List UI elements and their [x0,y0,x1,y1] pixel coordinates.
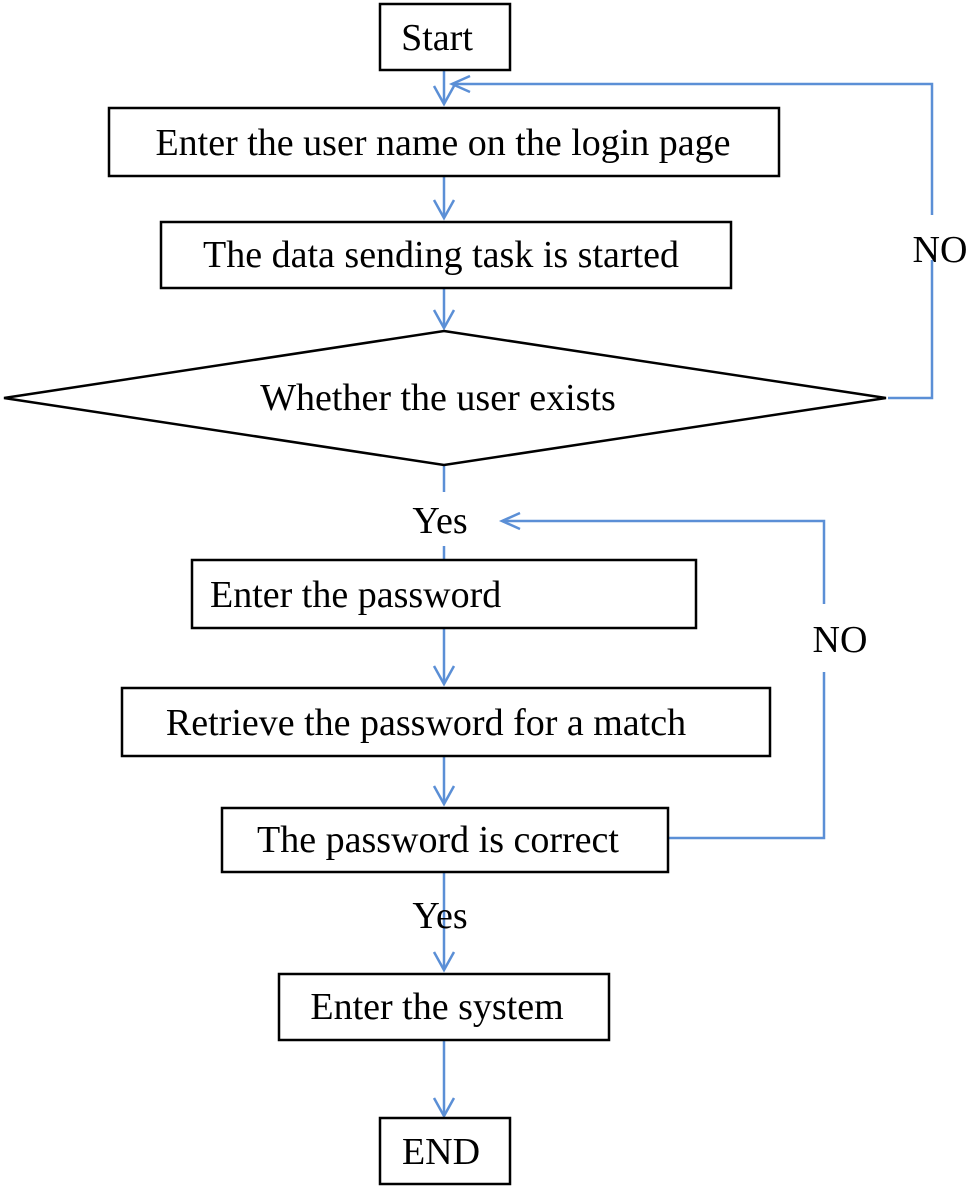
arrowhead [498,511,521,531]
node-end: END [378,1116,512,1186]
node-password-correct: The password is correct [220,806,670,874]
node-enter-username-label: Enter the user name on the login page [155,122,730,164]
edge-label-password-no: NO [813,619,868,661]
arrowhead [432,665,456,687]
arrowhead [432,85,456,107]
arrowhead [432,199,456,221]
node-retrieve-password-label: Retrieve the password for a match [166,702,686,744]
loop-user-no-lower [888,260,934,400]
node-retrieve-password: Retrieve the password for a match [120,686,772,758]
arrowhead [432,309,456,331]
node-password-correct-label: The password is correct [257,819,619,861]
loop-password-no-lower [668,672,826,840]
connectors [432,70,934,1119]
arrowhead [432,1097,456,1119]
node-user-exists-decision: Whether the user exists [3,329,887,467]
node-enter-username: Enter the user name on the login page [107,106,781,178]
node-user-exists-label: Whether the user exists [260,377,616,419]
node-start: Start [378,2,512,72]
node-start-label: Start [401,17,473,59]
arrowhead [432,785,456,807]
node-enter-system-label: Enter the system [310,986,563,1028]
node-end-label: END [402,1131,480,1173]
loop-user-no-upper [452,82,934,215]
node-send-task-label: The data sending task is started [203,234,679,276]
node-enter-password-label: Enter the password [210,574,501,616]
node-enter-system: Enter the system [277,972,611,1042]
edge-label-password-yes: Yes [412,895,467,937]
arrowhead [432,951,456,973]
node-send-task: The data sending task is started [159,220,733,290]
node-enter-password: Enter the password [190,558,698,630]
edge-label-user-yes: Yes [412,500,467,542]
loop-password-no-upper [502,519,826,604]
edge-label-user-no: NO [913,229,968,271]
arrowhead [448,74,471,94]
